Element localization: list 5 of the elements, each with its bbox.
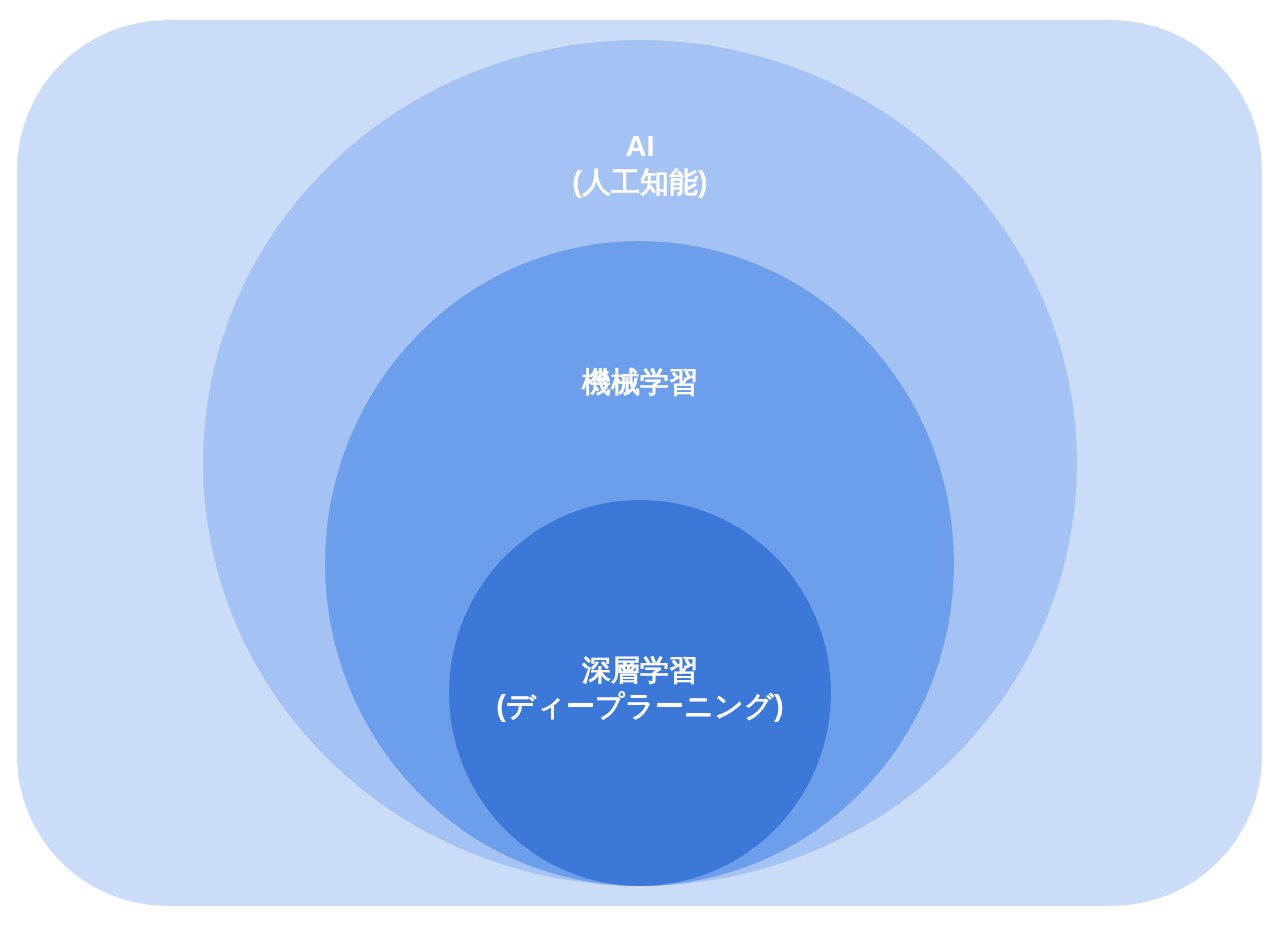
region-label: AI bbox=[624, 129, 656, 164]
region-label: (ディープラーニング) bbox=[495, 689, 785, 724]
region-label: (人工知能) bbox=[571, 165, 709, 200]
region-label: 深層学習 bbox=[581, 653, 699, 688]
region-label: 機械学習 bbox=[580, 365, 699, 400]
